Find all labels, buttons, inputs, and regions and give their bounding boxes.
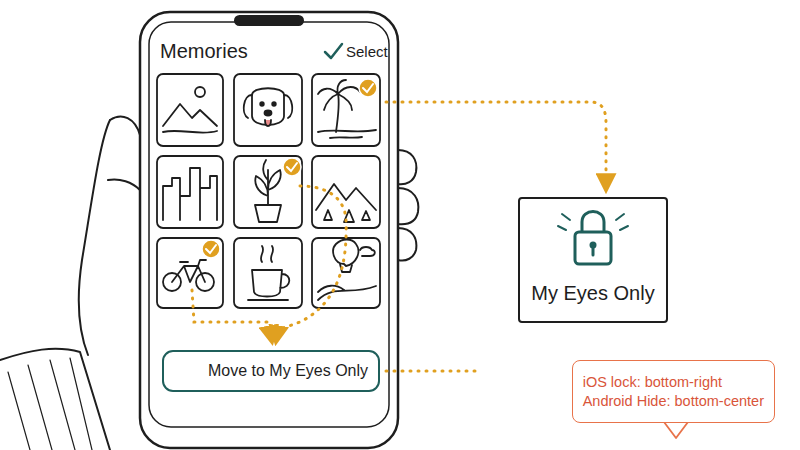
node-text: Android Hide: bottom-center (583, 393, 764, 409)
node-text: My Eyes Only (531, 282, 654, 305)
vault-box: My Eyes Only (518, 197, 668, 323)
action-button: Move to My Eyes Only (162, 350, 380, 392)
node-text: Move to My Eyes Only (208, 362, 368, 380)
callout-note: iOS lock: bottom-rightAndroid Hide: bott… (572, 360, 775, 423)
node-text: iOS lock: bottom-right (583, 374, 764, 390)
screen-title: Memories (160, 40, 248, 63)
select-button: Select (346, 43, 388, 60)
